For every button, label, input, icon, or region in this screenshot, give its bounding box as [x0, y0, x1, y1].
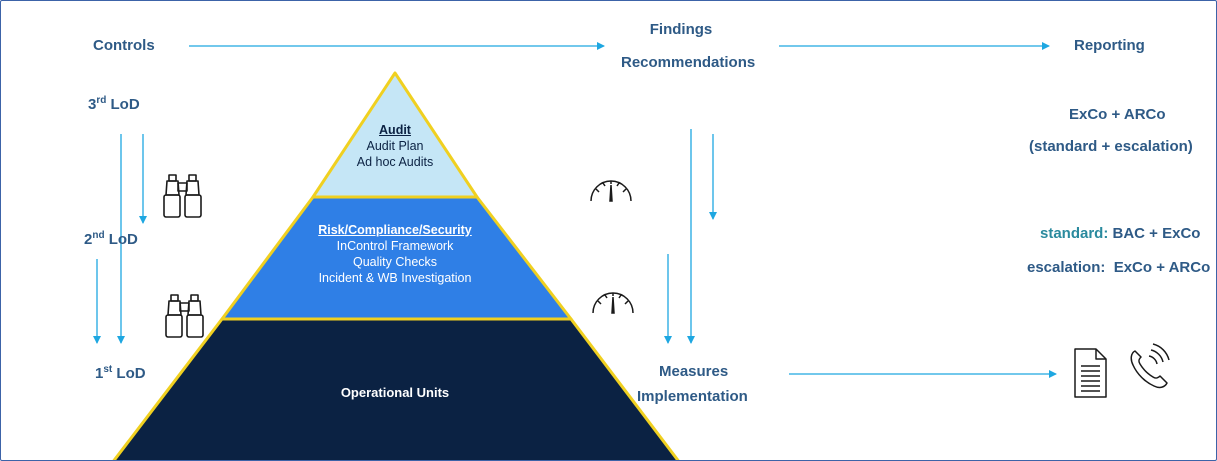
gauge-icon: [590, 180, 632, 202]
risk-tier-line: InControl Framework: [336, 239, 454, 253]
audit-tier-text: Audit Audit Plan Ad hoc Audits: [345, 122, 445, 170]
recommendations-label: Recommendations: [621, 54, 756, 71]
lod-1st-label: 1st LoD: [95, 364, 146, 382]
implementation-label: Implementation: [637, 388, 748, 405]
risk-tier-line: Incident & WB Investigation: [318, 271, 472, 285]
standard-route: standard: BAC + ExCo: [1040, 225, 1201, 242]
escalation-route: escalation: ExCo + ARCo: [1027, 259, 1211, 276]
binoculars-icon: [163, 174, 202, 218]
controls-label: Controls: [93, 37, 155, 54]
measures-label: Measures: [659, 363, 729, 380]
audit-tier-title: Audit: [379, 123, 411, 137]
audit-tier-line: Ad hoc Audits: [356, 155, 434, 169]
document-icon: [1074, 348, 1107, 398]
risk-tier-title: Risk/Compliance/Security: [318, 223, 472, 237]
audit-tier-line: Audit Plan: [366, 139, 424, 153]
binoculars-icon: [165, 294, 204, 338]
lod-3rd-label: 3rd LoD: [88, 95, 140, 113]
findings-label: Findings: [649, 21, 713, 38]
operational-tier-title: Operational Units: [340, 385, 450, 400]
reporting-standard-escalation: (standard + escalation): [1029, 138, 1193, 155]
pyramid-tier-audit: [311, 71, 479, 199]
risk-tier-line: Quality Checks: [352, 255, 438, 269]
reporting-label: Reporting: [1074, 37, 1145, 54]
gauge-icon: [592, 292, 634, 314]
lod-2nd-label: 2nd LoD: [84, 230, 138, 248]
phone-icon: [1130, 343, 1170, 389]
risk-tier-text: Risk/Compliance/Security InControl Frame…: [295, 222, 495, 286]
reporting-exco-arco: ExCo + ARCo: [1069, 106, 1166, 123]
